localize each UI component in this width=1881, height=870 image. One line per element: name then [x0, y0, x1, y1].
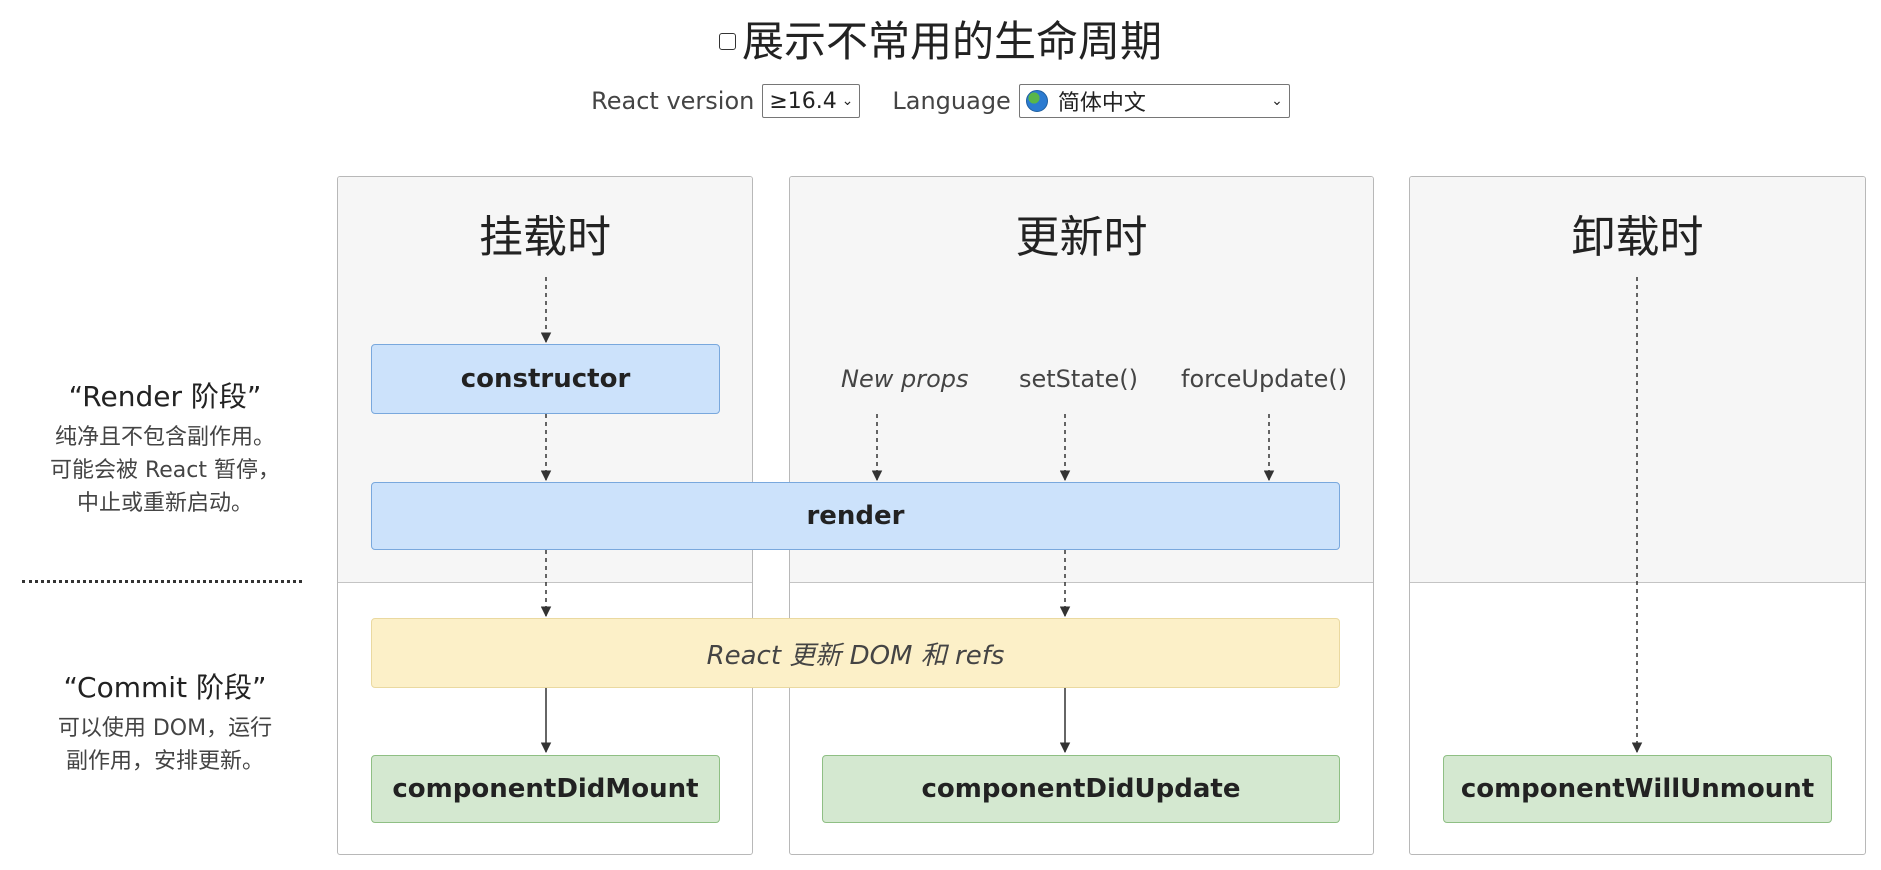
unmounting-column: 卸载时 — [1409, 176, 1866, 855]
controls-bar: React version ≥16.4 ⌄ Language 简体中文 ⌄ — [0, 84, 1881, 118]
commit-desc-line: 可以使用 DOM，运行 — [57, 716, 273, 741]
globe-icon — [1025, 90, 1048, 112]
react-version-value: ≥16.4 — [769, 88, 837, 114]
phase-divider — [22, 580, 302, 583]
chevron-down-icon: ⌄ — [841, 93, 854, 109]
commit-phase-description: 可以使用 DOM，运行 副作用，安排更新。 — [0, 712, 330, 778]
chevron-down-icon: ⌄ — [1271, 93, 1283, 109]
component-did-mount-label: componentDidMount — [392, 774, 699, 804]
component-will-unmount-box: componentWillUnmount — [1443, 755, 1832, 823]
render-desc-line: 中止或重新启动。 — [76, 491, 253, 516]
constructor-box: constructor — [371, 344, 720, 414]
render-desc-line: 纯净且不包含副作用。 — [54, 425, 275, 450]
render-label: render — [806, 501, 905, 531]
show-uncommon-label: 展示不常用的生命周期 — [741, 17, 1162, 66]
commit-phase-title: “Commit 阶段” — [63, 671, 267, 704]
react-updates-dom-label: React 更新 DOM 和 refs — [706, 640, 1005, 671]
show-uncommon-toggle[interactable]: 展示不常用的生命周期 — [718, 8, 1162, 69]
language-label: Language — [892, 87, 1011, 115]
show-uncommon-checkbox[interactable] — [718, 33, 736, 50]
render-desc-line: 可能会被 React 暂停， — [49, 458, 281, 483]
component-did-update-box: componentDidUpdate — [822, 755, 1340, 823]
trigger-set-state: setState() — [1019, 365, 1138, 393]
header: 展示不常用的生命周期 — [0, 8, 1881, 69]
unmounting-render-area — [1410, 177, 1865, 583]
language-value: 简体中文 — [1057, 91, 1146, 116]
component-did-update-label: componentDidUpdate — [921, 774, 1241, 804]
unmounting-heading: 卸载时 — [1571, 212, 1704, 263]
trigger-force-update: forceUpdate() — [1181, 365, 1348, 393]
language-select[interactable]: 简体中文 ⌄ — [1018, 84, 1290, 118]
constructor-label: constructor — [460, 364, 631, 394]
render-phase-title: “Render 阶段” — [68, 380, 262, 413]
react-version-label: React version — [591, 87, 755, 115]
react-version-select[interactable]: ≥16.4 ⌄ — [762, 84, 861, 118]
component-did-mount-box: componentDidMount — [371, 755, 720, 823]
mounting-heading: 挂载时 — [479, 212, 611, 263]
react-updates-dom-box: React 更新 DOM 和 refs — [371, 618, 1340, 688]
updating-heading: 更新时 — [1015, 212, 1148, 263]
trigger-new-props: New props — [841, 365, 969, 393]
commit-desc-line: 副作用，安排更新。 — [65, 749, 264, 774]
component-will-unmount-label: componentWillUnmount — [1460, 774, 1815, 804]
render-box: render — [371, 482, 1340, 550]
render-phase-description: 纯净且不包含副作用。 可能会被 React 暂停， 中止或重新启动。 — [0, 421, 330, 520]
